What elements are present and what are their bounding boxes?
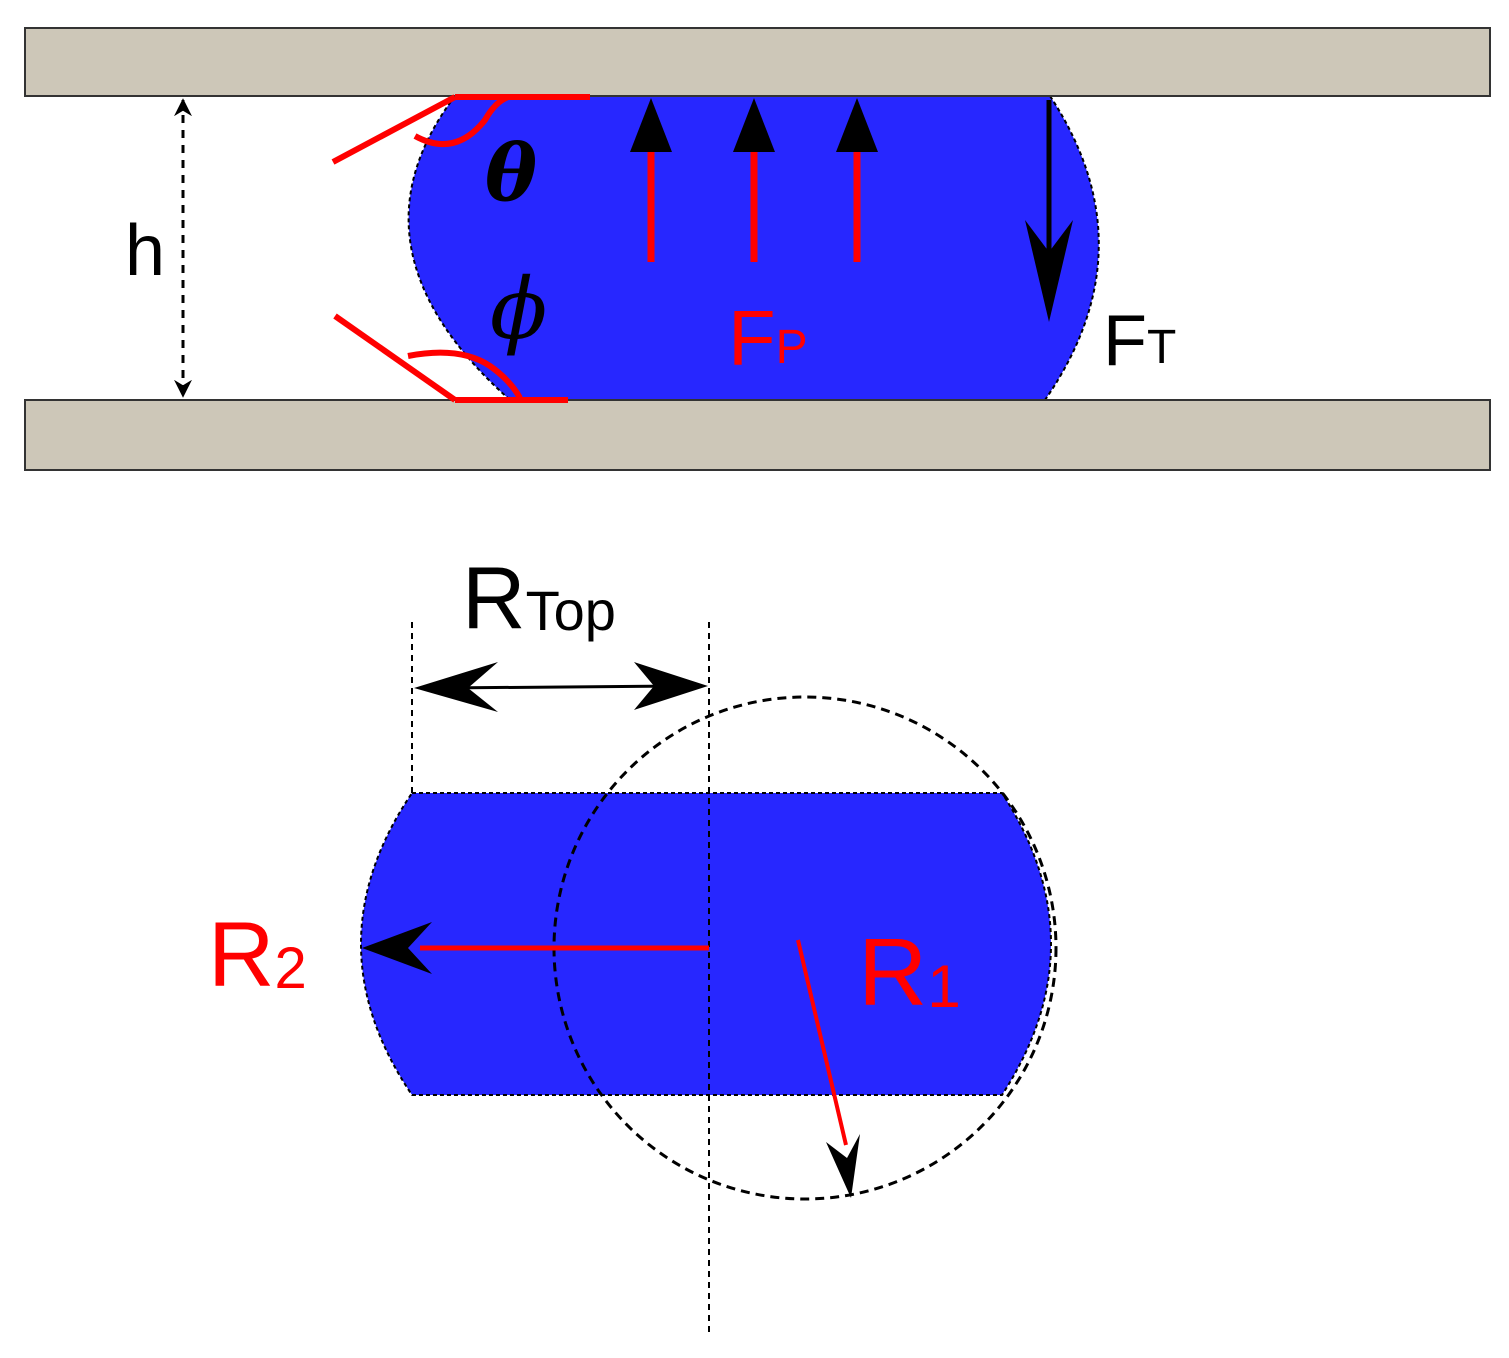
rtop-sub: Top: [526, 579, 616, 642]
r1-label: R1: [858, 919, 961, 1026]
pressure-force-arrows: [630, 98, 878, 262]
r2-sub: 2: [274, 936, 306, 1001]
theta-label: θ: [485, 128, 537, 219]
r2-label: R2: [208, 904, 307, 1006]
contact-angle-bottom: [333, 313, 568, 403]
up-arrow-icon: [733, 98, 775, 262]
r1-sub: 1: [927, 953, 960, 1020]
pressure-force-main: F: [728, 294, 776, 382]
up-arrow-icon: [836, 98, 878, 262]
phi-label: ϕ: [490, 260, 547, 358]
liquid-bridge-section: [360, 792, 1052, 1096]
rtop-dimension: [414, 662, 708, 712]
pressure-force-sub: P: [776, 321, 808, 374]
r2-main: R: [208, 904, 274, 1006]
bottom-plate: [24, 399, 1491, 471]
gap-height-label: h: [125, 211, 165, 291]
up-arrow-icon: [630, 98, 672, 262]
pressure-force-label: FP: [728, 294, 808, 382]
geometry-panel: RTop R2 R1: [208, 548, 1058, 1335]
top-plate: [24, 27, 1491, 97]
rtop-main: R: [462, 548, 526, 647]
rtop-label: RTop: [462, 548, 616, 647]
r1-radius-arrow: [796, 939, 860, 1198]
r1-main: R: [858, 919, 927, 1026]
side-view-panel: h θ ϕ: [24, 27, 1491, 471]
contact-angle-top: [331, 94, 590, 165]
down-arrow-icon: [1025, 100, 1073, 322]
tension-force-main: F: [1103, 301, 1147, 381]
tension-force-sub: T: [1147, 321, 1176, 374]
r2-radius-arrow: [362, 922, 709, 974]
tension-force-label: FT: [1103, 301, 1176, 381]
gap-height-indicator: h: [110, 98, 192, 398]
